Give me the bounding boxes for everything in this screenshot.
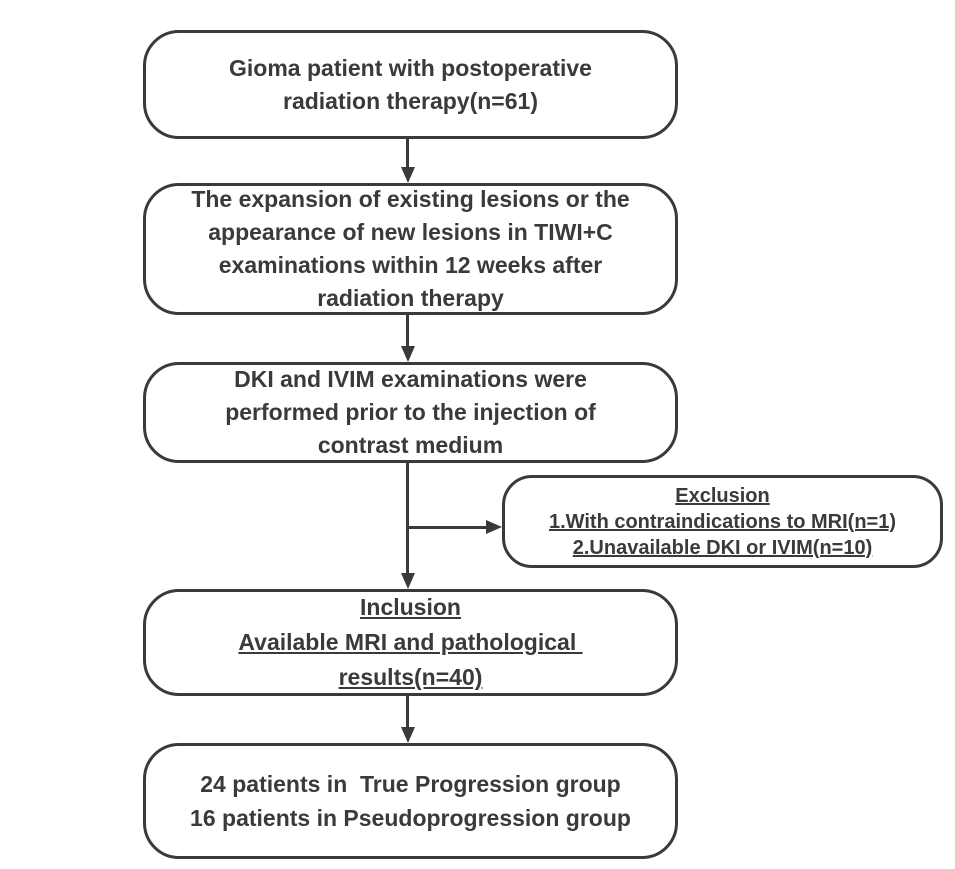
arrow-down-4-head-icon — [401, 727, 415, 743]
box-inclusion: Inclusion Available MRI and pathological… — [143, 589, 678, 696]
arrow-down-1-line — [406, 139, 409, 168]
arrow-right-exclusion-line — [408, 526, 488, 529]
box-dki-ivim-line: contrast medium — [317, 432, 504, 458]
arrow-down-2-line — [406, 314, 409, 346]
box-groups-line: 16 patients in Pseudoprogression group — [190, 805, 631, 831]
arrow-down-3-head-icon — [401, 573, 415, 589]
box-glioma-patients-line: radiation therapy(n=61) — [283, 87, 538, 114]
arrow-down-2-head-icon — [401, 346, 415, 362]
box-dki-ivim-line: performed prior to the injection of — [225, 399, 596, 425]
box-inclusion-line: results(n=40) — [338, 664, 483, 690]
box-groups-line: 24 patients in True Progression group — [200, 771, 621, 797]
box-new-lesions-line: appearance of new lesions in TIWI+C — [208, 219, 613, 245]
box-inclusion-title: Inclusion — [360, 594, 461, 620]
arrow-down-3-line — [406, 461, 409, 574]
box-groups: 24 patients in True Progression group 16… — [143, 743, 678, 859]
box-new-lesions-line: examinations within 12 weeks after — [218, 252, 603, 278]
box-inclusion-line: Available MRI and pathological — [238, 629, 583, 655]
box-new-lesions: The expansion of existing lesions or the… — [143, 183, 678, 315]
box-new-lesions-line: The expansion of existing lesions or the — [191, 186, 630, 212]
box-exclusion: Exclusion 1.With contraindications to MR… — [502, 475, 943, 568]
box-new-lesions-line: radiation therapy — [317, 285, 504, 311]
arrow-right-exclusion-head-icon — [486, 520, 502, 534]
box-dki-ivim-line: DKI and IVIM examinations were — [234, 366, 587, 392]
arrow-down-4-line — [406, 694, 409, 727]
box-dki-ivim: DKI and IVIM examinations were performed… — [143, 362, 678, 463]
box-glioma-patients-line: Gioma patient with postoperative — [229, 54, 592, 81]
arrow-down-1-head-icon — [401, 167, 415, 183]
box-exclusion-item: 1.With contraindications to MRI(n=1) — [548, 510, 897, 533]
box-exclusion-title: Exclusion — [675, 484, 770, 507]
box-glioma-patients: Gioma patient with postoperative radiati… — [143, 30, 678, 139]
box-exclusion-item: 2.Unavailable DKI or IVIM(n=10) — [572, 536, 873, 559]
